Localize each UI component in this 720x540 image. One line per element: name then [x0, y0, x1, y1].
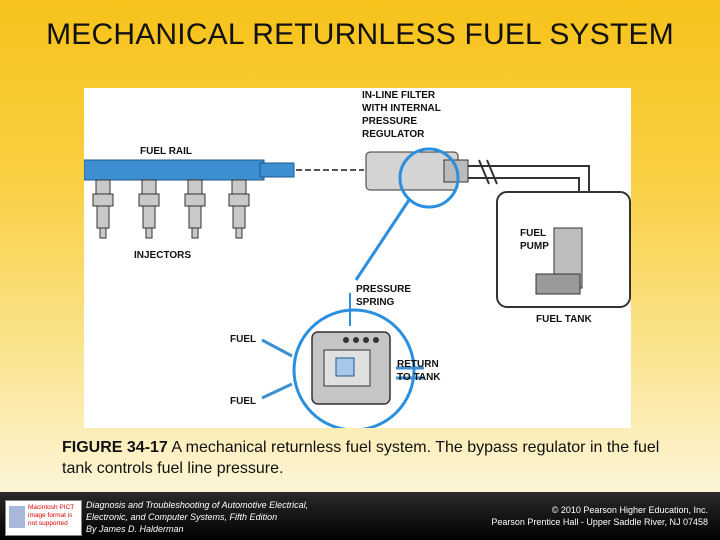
label-fuel-bottom: FUEL: [230, 396, 256, 407]
fuel-system-figure: IN-LINE FILTER WITH INTERNAL PRESSURE RE…: [83, 88, 631, 432]
book-line-1: Diagnosis and Troubleshooting of Automot…: [86, 500, 309, 510]
label-spring-2: SPRING: [356, 297, 395, 308]
label-injectors: INJECTORS: [134, 250, 191, 261]
injector-2: [138, 179, 160, 239]
copyright-line-2: Pearson Prentice Hall - Upper Saddle Riv…: [491, 517, 708, 527]
injector-4: [228, 179, 250, 239]
label-fuel-top: FUEL: [230, 334, 256, 345]
slide-title: MECHANICAL RETURNLESS FUEL SYSTEM: [46, 18, 674, 51]
rail-connector: [259, 162, 295, 178]
logo-placeholder-text: Macintosh PICT image format is not suppo…: [28, 504, 75, 527]
fuel-rail: [83, 159, 265, 181]
figure-number: FIGURE 34-17: [62, 439, 168, 456]
label-fuel-pump-2: PUMP: [520, 241, 549, 252]
label-filter-4: REGULATOR: [362, 129, 425, 140]
label-filter-2: WITH INTERNAL: [362, 103, 441, 114]
label-return-2: TO TANK: [397, 372, 441, 383]
regulator-callout-circle: [398, 147, 460, 209]
label-fuel-rail: FUEL RAIL: [140, 146, 192, 157]
label-return-1: RETURN: [397, 359, 439, 370]
label-fuel-tank: FUEL TANK: [536, 314, 593, 325]
label-filter-1: IN-LINE FILTER: [362, 90, 436, 101]
injector-1: [92, 179, 114, 239]
fuel-system-diagram: IN-LINE FILTER WITH INTERNAL PRESSURE RE…: [83, 90, 631, 432]
book-credit: Diagnosis and Troubleshooting of Automot…: [86, 499, 308, 535]
label-filter-3: PRESSURE: [362, 116, 417, 127]
copyright: © 2010 Pearson Higher Education, Inc. Pe…: [491, 504, 708, 528]
pict-placeholder-icon: [9, 506, 25, 528]
label-fuel-pump-1: FUEL: [520, 228, 546, 239]
copyright-line-1: © 2010 Pearson Higher Education, Inc.: [551, 505, 708, 515]
injector-3: [184, 179, 206, 239]
book-line-3: By James D. Halderman: [86, 524, 184, 534]
figure-caption: FIGURE 34-17 A mechanical returnless fue…: [62, 437, 682, 479]
label-spring-1: PRESSURE: [356, 284, 411, 295]
publisher-logo-placeholder: Macintosh PICT image format is not suppo…: [5, 500, 82, 536]
book-line-2: Electronic, and Computer Systems, Fifth …: [86, 512, 278, 522]
caption-text: A mechanical returnless fuel system. The…: [62, 439, 660, 477]
injectors-group: [92, 179, 250, 239]
footer-bar: Macintosh PICT image format is not suppo…: [0, 492, 720, 540]
